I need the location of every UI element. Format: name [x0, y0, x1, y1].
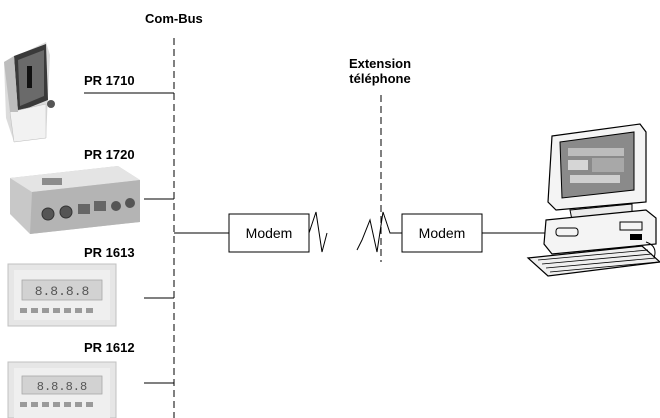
device-label-pr1710: PR 1710 — [84, 73, 135, 88]
extension-label: Extension téléphone — [330, 56, 430, 86]
modem-left-label: Modem — [246, 225, 293, 241]
pr1720-device-icon — [10, 166, 140, 234]
phone-signal-right — [356, 211, 402, 253]
modem-left: Modem — [228, 213, 310, 253]
modem-right-label: Modem — [419, 225, 466, 241]
device-label-pr1613: PR 1613 — [84, 245, 135, 260]
pr1613-device-icon: 8.8.8.8 — [7, 263, 117, 327]
pr1612-device-icon: 8.8.8.8 — [7, 361, 117, 418]
extension-label-line1: Extension — [348, 56, 412, 71]
extension-label-line2: téléphone — [349, 71, 411, 86]
pr1710-device-icon — [4, 42, 55, 143]
computer-workstation-icon — [526, 123, 660, 277]
svg-text:8.8.8.8: 8.8.8.8 — [35, 284, 90, 299]
modem-right: Modem — [401, 213, 483, 253]
svg-text:8.8.8.8: 8.8.8.8 — [37, 380, 87, 394]
device-label-pr1612: PR 1612 — [84, 340, 135, 355]
com-bus-label: Com-Bus — [145, 11, 203, 26]
device-label-pr1720: PR 1720 — [84, 147, 135, 162]
phone-signal-left — [308, 211, 328, 253]
